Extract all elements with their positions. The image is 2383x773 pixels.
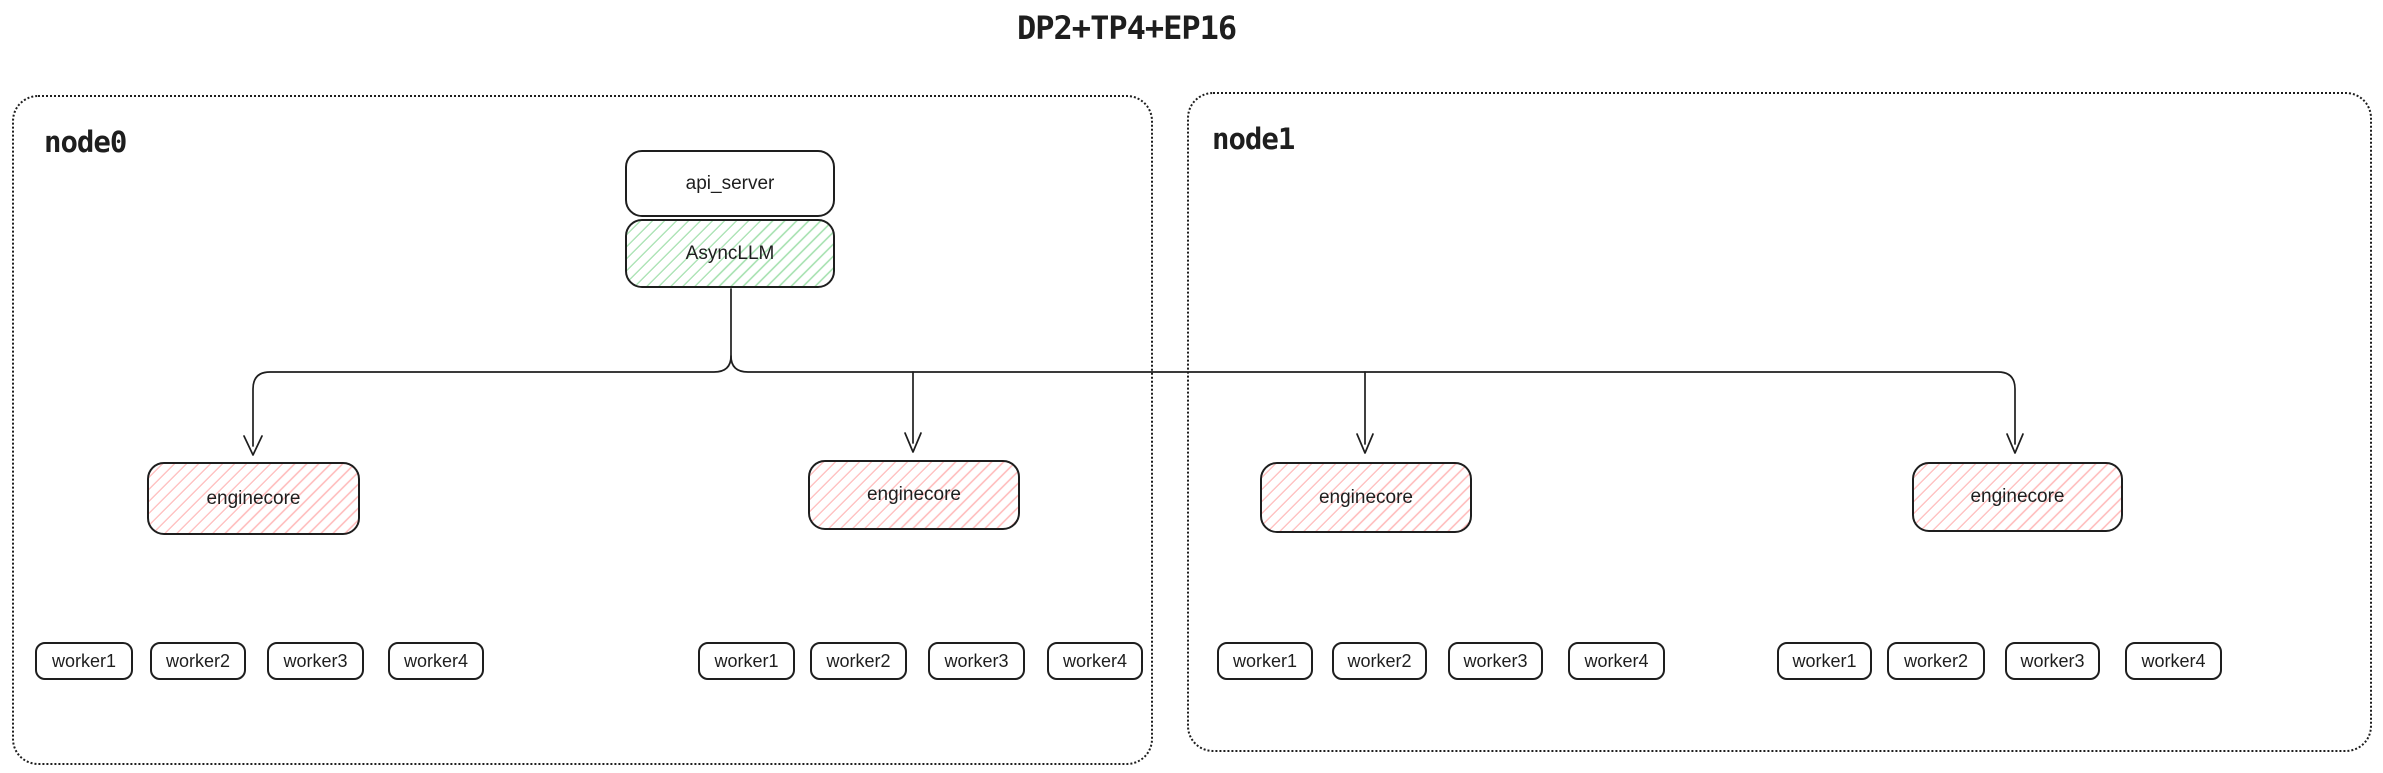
worker-box: worker2 xyxy=(810,642,907,680)
worker-box: worker2 xyxy=(1887,642,1985,680)
enginecore-label: enginecore xyxy=(206,487,301,509)
async-llm-box: AsyncLLM xyxy=(625,219,835,288)
node1-label: node1 xyxy=(1212,122,1295,156)
worker-label: worker3 xyxy=(944,650,1009,671)
worker-box: worker1 xyxy=(1777,642,1872,680)
enginecore-box-4: enginecore xyxy=(1912,462,2123,532)
worker-box: worker3 xyxy=(1448,642,1543,680)
async-llm-label: AsyncLLM xyxy=(685,242,775,264)
diagram-title: DP2+TP4+EP16 xyxy=(1017,9,1237,47)
worker-box: worker3 xyxy=(267,642,364,680)
worker-label: worker1 xyxy=(1792,650,1857,671)
enginecore-label: enginecore xyxy=(1970,486,2065,507)
worker-box: worker4 xyxy=(1047,642,1143,680)
enginecore-label: enginecore xyxy=(866,484,962,505)
worker-label: worker4 xyxy=(1062,650,1128,671)
api-server-label: api_server xyxy=(685,172,775,194)
node0-label: node0 xyxy=(44,125,127,159)
worker-label: worker1 xyxy=(1232,650,1298,671)
enginecore-label: enginecore xyxy=(1318,486,1414,508)
enginecore-box-2: enginecore xyxy=(808,460,1020,530)
worker-label: worker1 xyxy=(714,650,779,671)
worker-label: worker2 xyxy=(1347,650,1412,671)
worker-box: worker2 xyxy=(1332,642,1427,680)
worker-label: worker3 xyxy=(283,650,348,671)
worker-box: worker1 xyxy=(35,642,133,680)
worker-label: worker2 xyxy=(165,650,231,671)
enginecore-box-3: enginecore xyxy=(1260,462,1472,533)
enginecore-box-1: enginecore xyxy=(147,462,360,535)
worker-box: worker4 xyxy=(1568,642,1665,680)
worker-box: worker1 xyxy=(1217,642,1313,680)
worker-label: worker2 xyxy=(826,650,891,671)
worker-box: worker2 xyxy=(150,642,246,680)
worker-label: worker4 xyxy=(1584,650,1649,671)
worker-box: worker3 xyxy=(928,642,1025,680)
worker-box: worker3 xyxy=(2005,642,2100,680)
worker-label: worker1 xyxy=(51,650,117,671)
worker-box: worker1 xyxy=(698,642,795,680)
worker-box: worker4 xyxy=(2125,642,2222,680)
worker-label: worker3 xyxy=(2020,650,2085,671)
worker-label: worker2 xyxy=(1903,650,1969,671)
worker-label: worker3 xyxy=(1463,650,1528,671)
api-server-box: api_server xyxy=(625,150,835,217)
worker-box: worker4 xyxy=(388,642,484,680)
worker-label: worker4 xyxy=(2141,650,2206,671)
worker-label: worker4 xyxy=(403,650,469,671)
